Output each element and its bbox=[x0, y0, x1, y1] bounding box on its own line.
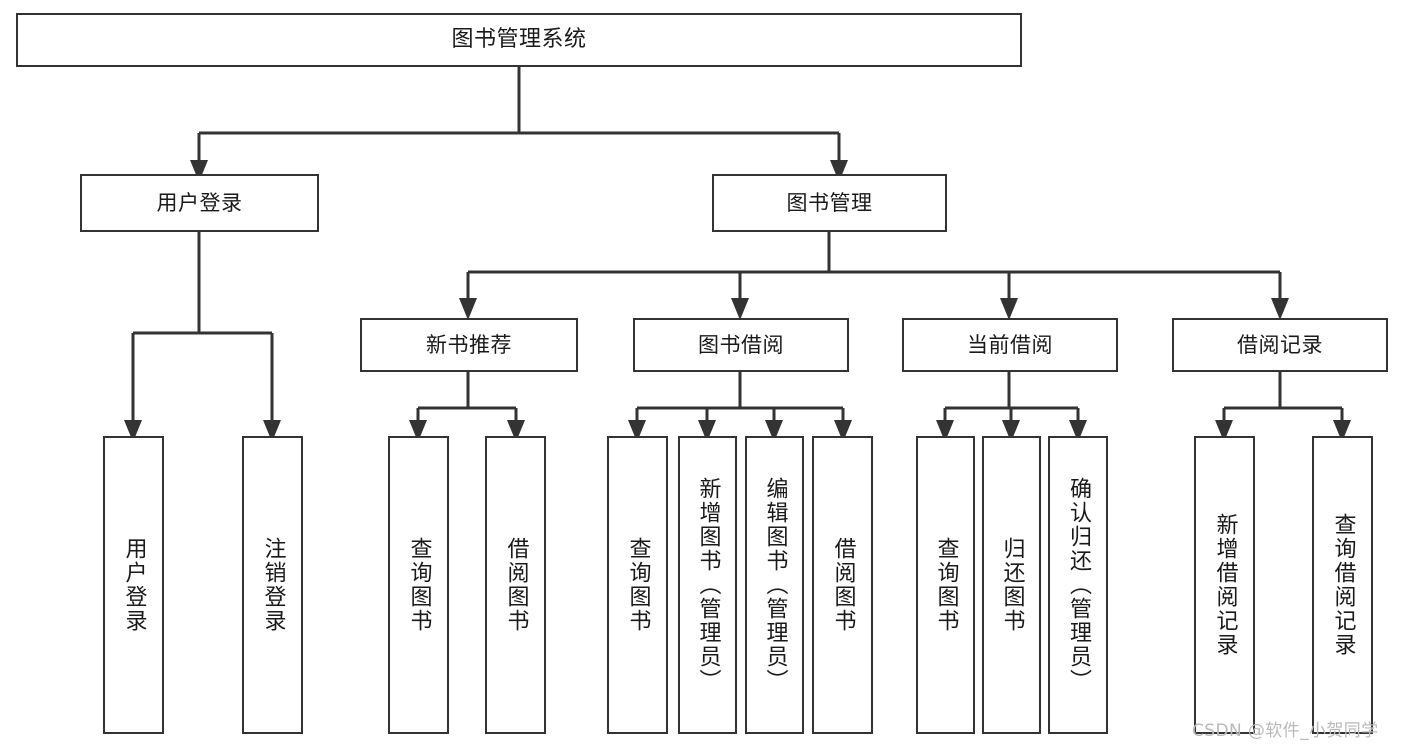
edge-group-user-login bbox=[131, 232, 274, 422]
leaf-query-book-borrow[interactable]: 查询图书 bbox=[607, 436, 668, 734]
node-current-borrow[interactable]: 当前借阅 bbox=[902, 318, 1118, 372]
leaf-edit-book[interactable]: 编辑图书（管理员） bbox=[745, 436, 804, 734]
node-root-book-management-system[interactable]: 图书管理系统 bbox=[16, 13, 1022, 67]
node-label: 借阅图书 bbox=[503, 537, 529, 633]
node-label: 新书推荐 bbox=[426, 332, 512, 357]
node-label: 编辑图书（管理员） bbox=[762, 477, 788, 693]
leaf-add-borrow-record[interactable]: 新增借阅记录 bbox=[1194, 436, 1255, 734]
node-label: 当前借阅 bbox=[967, 332, 1053, 357]
leaf-borrow-book[interactable]: 借阅图书 bbox=[812, 436, 873, 734]
node-label: 图书管理 bbox=[786, 190, 873, 215]
node-label: 新增借阅记录 bbox=[1212, 513, 1238, 657]
node-label: 查询图书 bbox=[933, 537, 959, 633]
node-label: 借阅记录 bbox=[1237, 332, 1323, 357]
edge-group-book-borrow bbox=[635, 372, 845, 422]
edge-group-current-borrow bbox=[943, 372, 1080, 422]
leaf-query-book-current[interactable]: 查询图书 bbox=[916, 436, 975, 734]
node-label: 借阅图书 bbox=[830, 537, 856, 633]
node-label: 新增图书（管理员） bbox=[695, 477, 721, 693]
node-label: 图书管理系统 bbox=[451, 27, 587, 53]
node-label: 用户登录 bbox=[156, 190, 243, 215]
node-new-book-recommend[interactable]: 新书推荐 bbox=[360, 318, 578, 372]
edge-group-root bbox=[197, 67, 841, 162]
leaf-user-login[interactable]: 用户登录 bbox=[103, 436, 164, 734]
edge-group-new-book-recommend bbox=[416, 372, 518, 422]
node-user-login[interactable]: 用户登录 bbox=[80, 174, 319, 232]
node-book-manage[interactable]: 图书管理 bbox=[712, 174, 947, 232]
node-label: 用户登录 bbox=[121, 537, 147, 633]
node-borrow-record[interactable]: 借阅记录 bbox=[1172, 318, 1388, 372]
node-label: 查询图书 bbox=[406, 537, 432, 633]
csdn-watermark: CSDN @软件_小贺同学 bbox=[1192, 721, 1379, 741]
leaf-query-borrow-record[interactable]: 查询借阅记录 bbox=[1312, 436, 1373, 734]
leaf-return-book[interactable]: 归还图书 bbox=[982, 436, 1041, 734]
leaf-borrow-book-recommend[interactable]: 借阅图书 bbox=[485, 436, 546, 734]
node-book-borrow[interactable]: 图书借阅 bbox=[633, 318, 849, 372]
node-label: 归还图书 bbox=[999, 537, 1025, 633]
node-label: 注销登录 bbox=[260, 537, 286, 633]
node-label: 确认归还（管理员） bbox=[1066, 477, 1091, 693]
node-label: 查询图书 bbox=[625, 537, 651, 633]
leaf-confirm-return[interactable]: 确认归还（管理员） bbox=[1048, 436, 1108, 734]
node-label: 查询借阅记录 bbox=[1330, 513, 1356, 657]
leaf-query-book-recommend[interactable]: 查询图书 bbox=[388, 436, 449, 734]
leaf-logout-login[interactable]: 注销登录 bbox=[242, 436, 303, 734]
edge-group-book-manage bbox=[466, 232, 1282, 300]
node-label: 图书借阅 bbox=[698, 332, 784, 357]
edge-group-borrow-record bbox=[1222, 372, 1344, 422]
leaf-add-book[interactable]: 新增图书（管理员） bbox=[678, 436, 737, 734]
